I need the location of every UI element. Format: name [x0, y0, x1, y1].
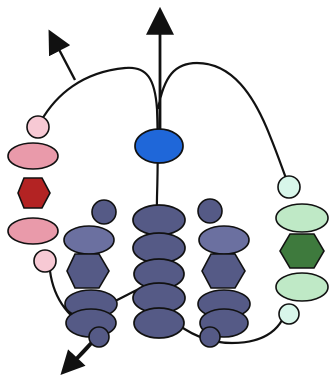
left-navy-cap	[92, 200, 116, 224]
left-small-pink-circle-top	[27, 116, 49, 138]
right-navy-hexagon	[202, 254, 245, 288]
left-navy-hexagon	[67, 254, 109, 288]
right-mint-circle-top	[278, 176, 300, 198]
left-small-pink-circle-bottom	[34, 250, 56, 272]
right-navy-foot	[200, 327, 220, 347]
right-mint-circle-bottom	[279, 304, 299, 324]
right-navy-cap	[198, 199, 222, 223]
right-navy-ellipse-top	[199, 226, 249, 254]
left-navy-foot	[89, 327, 109, 347]
left-navy-ellipse-top	[64, 226, 114, 254]
left-pink-ellipse-top	[8, 143, 58, 169]
central-navy-ellipse-5	[134, 308, 184, 338]
left-red-hexagon	[18, 178, 50, 208]
central-blue-oval	[135, 129, 183, 163]
right-green-hexagon	[280, 234, 324, 268]
right-green-ellipse-bottom	[276, 273, 328, 301]
left-pink-ellipse-bottom	[8, 218, 58, 244]
central-navy-ellipse-1	[133, 205, 185, 235]
right-green-ellipse-top	[276, 204, 328, 232]
